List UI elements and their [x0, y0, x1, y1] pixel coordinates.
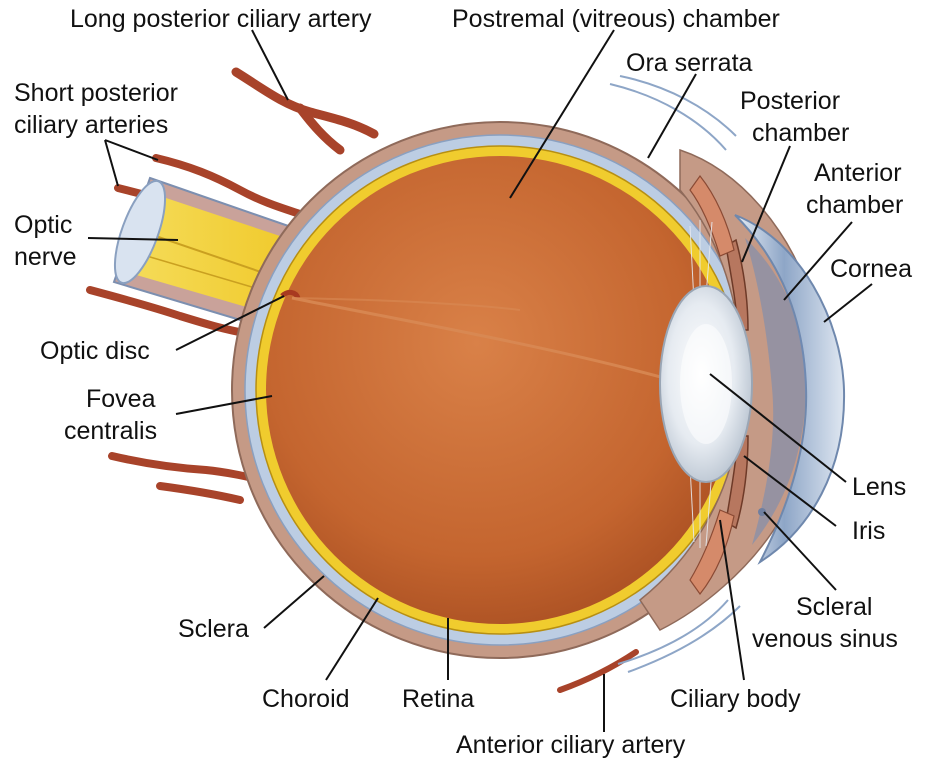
label-long-posterior-ciliary-artery: Long posterior ciliary artery [70, 4, 372, 34]
label-optic-disc: Optic disc [40, 336, 150, 366]
label-sclera: Sclera [178, 614, 249, 644]
label-fovea-centralis-line1: Fovea [86, 384, 155, 414]
label-ciliary-body: Ciliary body [670, 684, 801, 714]
label-anterior-chamber-line1: Anterior [814, 158, 902, 188]
label-fovea-centralis-line2: centralis [64, 416, 157, 446]
label-ora-serrata: Ora serrata [626, 48, 752, 78]
long-posterior-ciliary-artery-vessel [236, 72, 374, 150]
leader-cornea [824, 284, 872, 322]
label-anterior-ciliary-artery: Anterior ciliary artery [456, 730, 685, 760]
label-posterior-chamber-line1: Posterior [740, 86, 840, 116]
leader-sclera [264, 576, 324, 628]
anterior-ciliary-artery-vessel [560, 652, 636, 690]
label-posterior-chamber-line2: chamber [752, 118, 849, 148]
label-lens: Lens [852, 472, 906, 502]
label-optic-nerve-line1: Optic [14, 210, 72, 240]
label-scleral-venous-sinus-line2: venous sinus [752, 624, 898, 654]
label-short-posterior-ciliary-arteries-line2: ciliary arteries [14, 110, 168, 140]
label-optic-nerve-line2: nerve [14, 242, 77, 272]
label-short-posterior-ciliary-arteries-line1: Short posterior [14, 78, 178, 108]
label-choroid: Choroid [262, 684, 350, 714]
label-postremal-chamber: Postremal (vitreous) chamber [452, 4, 780, 34]
label-retina: Retina [402, 684, 474, 714]
label-cornea: Cornea [830, 254, 912, 284]
label-iris: Iris [852, 516, 885, 546]
label-scleral-venous-sinus-line1: Scleral [796, 592, 872, 622]
label-anterior-chamber-line2: chamber [806, 190, 903, 220]
